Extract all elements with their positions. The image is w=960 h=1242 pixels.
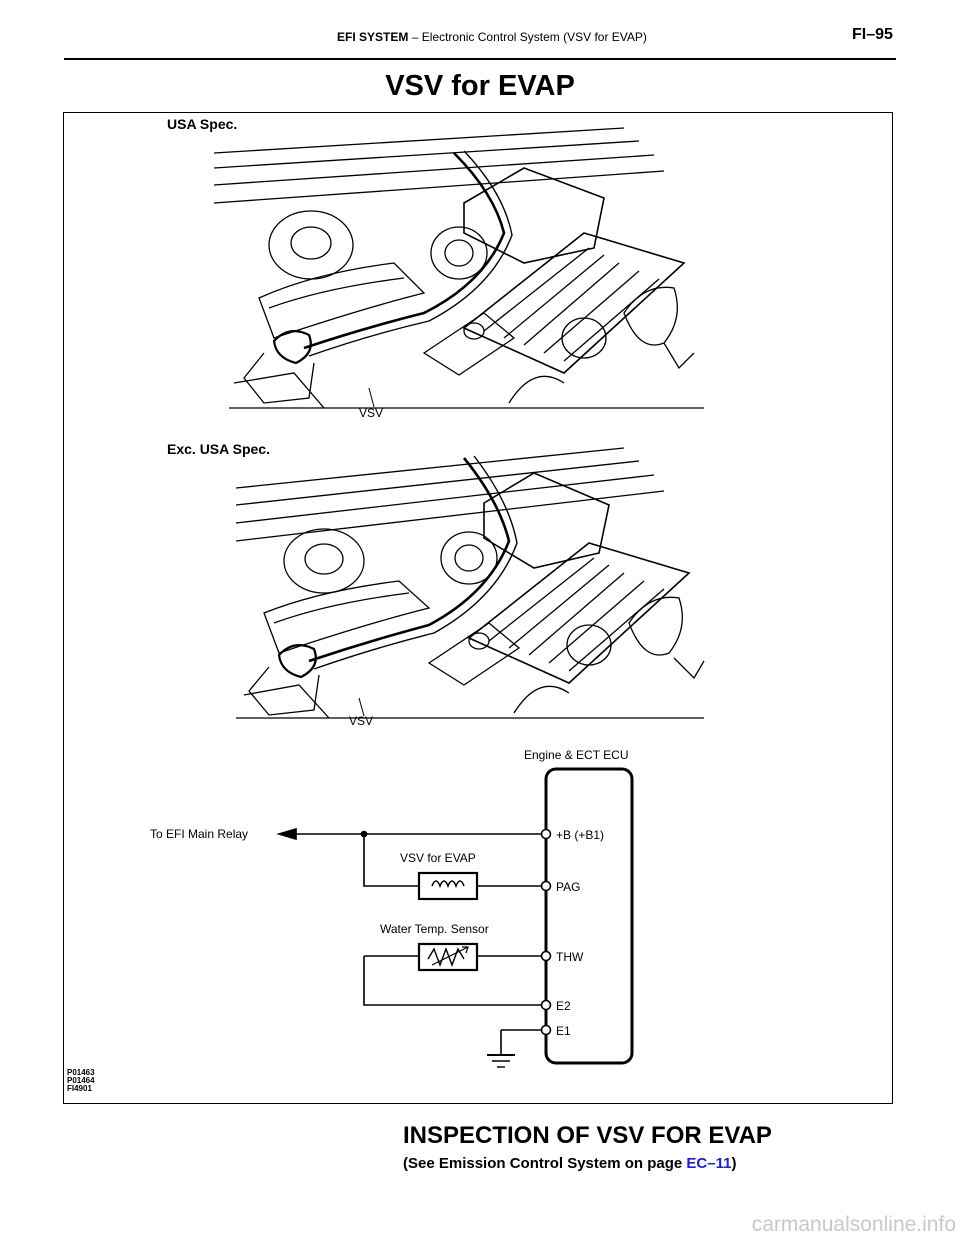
header-rule xyxy=(64,58,896,60)
watermark: carmanualsonline.info xyxy=(751,1213,956,1236)
figure-code: P01464 xyxy=(67,1076,95,1085)
figure-drawing: USA Spec. xyxy=(150,116,705,1068)
ecu-label: Engine & ECT ECU xyxy=(524,748,629,762)
vsv-label: VSV for EVAP xyxy=(400,851,476,865)
inspection-subtitle-text: (See Emission Control System on page xyxy=(403,1155,687,1172)
wiring-diagram: Engine & ECT ECU To EFI Main Relay VSV f… xyxy=(150,748,634,1068)
terminal-e1: E1 xyxy=(556,1024,571,1038)
terminal-pag: PAG xyxy=(556,880,580,894)
subsection-name: Electronic Control System (VSV for EVAP) xyxy=(421,30,647,44)
page-number: FI–95 xyxy=(852,26,893,43)
illus1-label: USA Spec. xyxy=(167,116,237,132)
terminal-e2: E2 xyxy=(556,999,571,1013)
section-header: EFI SYSTEM – Electronic Control System (… xyxy=(337,30,647,44)
sensor-label: Water Temp. Sensor xyxy=(380,922,489,936)
engine-illustration-usa: USA Spec. xyxy=(167,116,704,420)
vsv-symbol xyxy=(417,871,479,901)
inspection-title: INSPECTION OF VSV FOR EVAP xyxy=(403,1122,772,1149)
figure-code: FI4901 xyxy=(67,1084,92,1093)
ecu-box xyxy=(544,767,634,1065)
sensor-symbol xyxy=(417,942,479,972)
terminal-thw: THW xyxy=(556,950,584,964)
section-name: EFI SYSTEM xyxy=(337,30,409,44)
engine-illustration-exc-usa: Exc. USA Spec. xyxy=(167,441,705,728)
terminal-b: +B (+B1) xyxy=(556,828,604,842)
figure-frame: USA Spec. xyxy=(63,112,893,1104)
header-separator: – xyxy=(411,30,419,44)
inspection-subtitle-close: ) xyxy=(731,1155,737,1172)
figure-code: P01463 xyxy=(67,1068,95,1077)
relay-label: To EFI Main Relay xyxy=(150,827,248,841)
inspection-subtitle: (See Emission Control System on page EC–… xyxy=(403,1155,736,1172)
page-title: VSV for EVAP xyxy=(385,70,575,102)
illus1-callout: VSV xyxy=(359,406,383,420)
page-reference-link[interactable]: EC–11 xyxy=(686,1155,732,1172)
illus2-label: Exc. USA Spec. xyxy=(167,441,270,457)
illus2-callout: VSV xyxy=(349,714,373,728)
figure-codes: P01463 P01464 FI4901 xyxy=(67,1069,95,1093)
